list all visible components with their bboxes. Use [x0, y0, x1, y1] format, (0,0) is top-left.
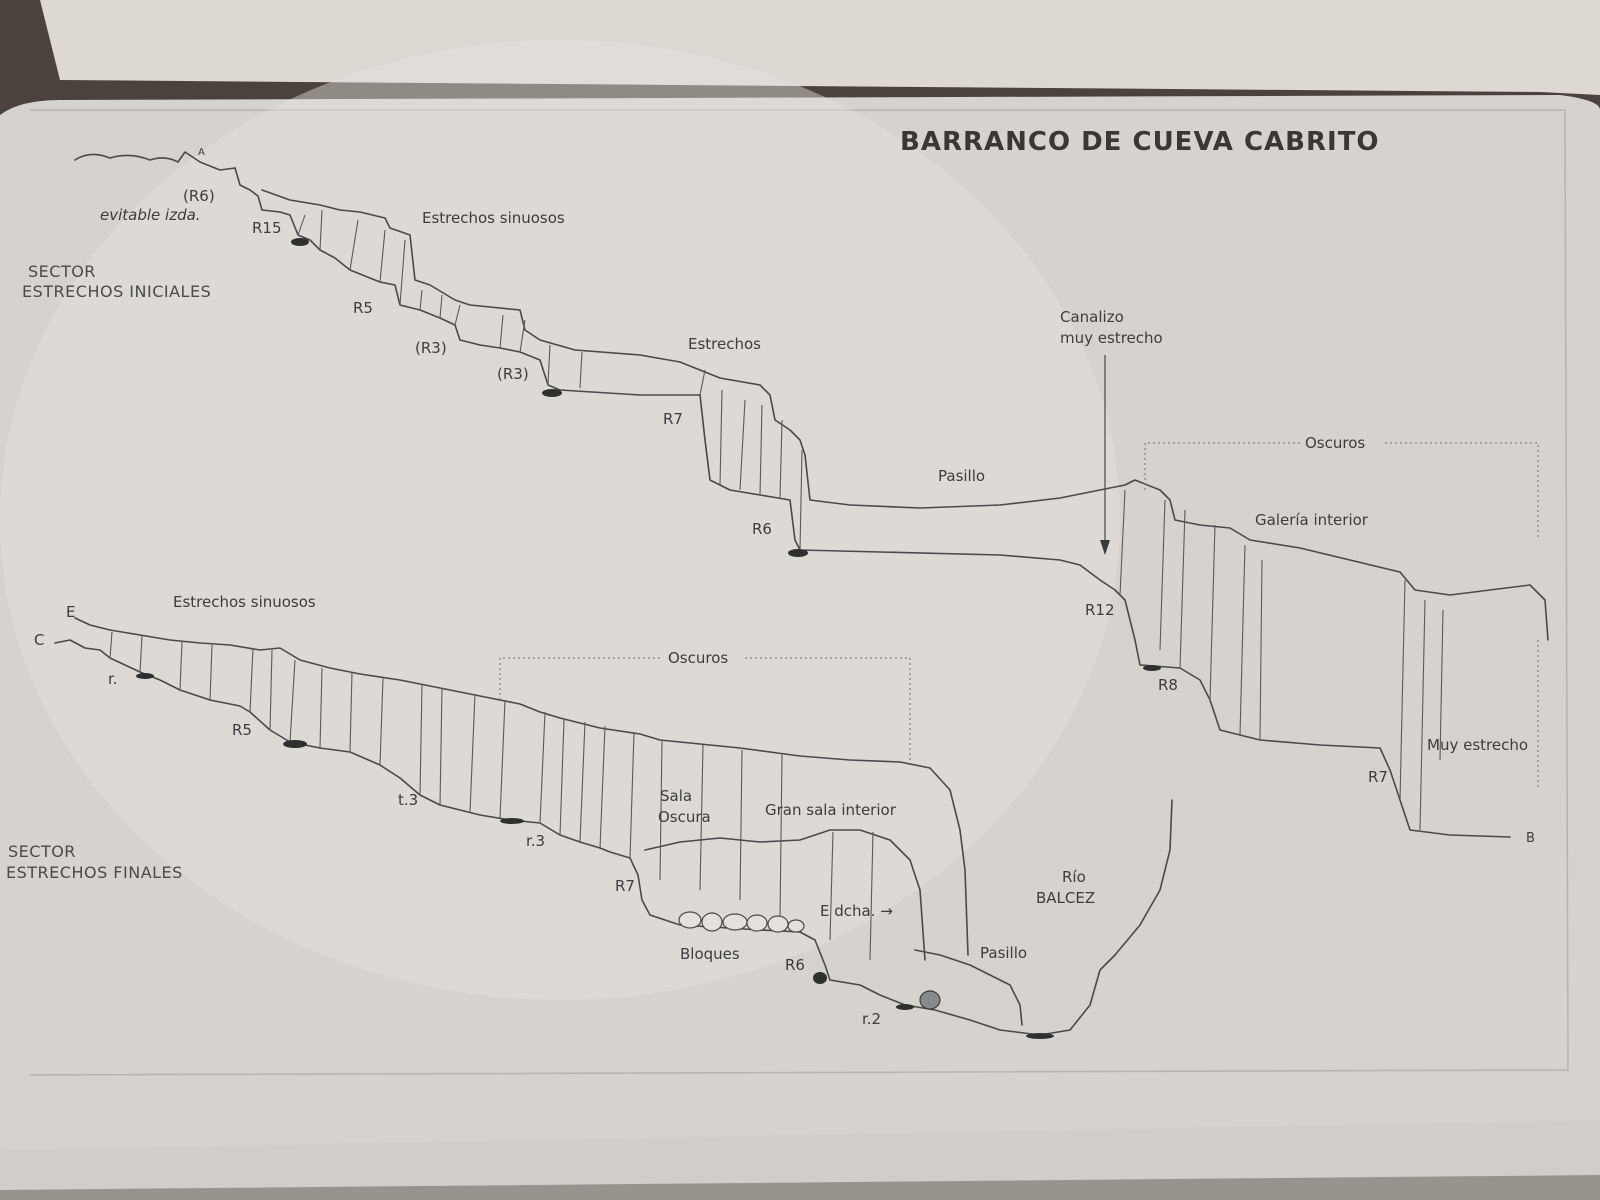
label-lower-r2: r.2	[862, 1010, 881, 1028]
label-lower-sala-1: Sala	[660, 787, 692, 805]
lower-sala-ceiling	[644, 829, 926, 961]
label-upper-r3-a: (R3)	[415, 339, 447, 357]
label-lower-pasillo: Pasillo	[980, 944, 1027, 962]
label-upper-oscuros: Oscuros	[1305, 434, 1365, 452]
label-lower-e-dcha: E dcha. →	[820, 902, 893, 920]
lower-ceiling	[74, 617, 969, 956]
light-glare	[0, 40, 1120, 1000]
upper-walls	[297, 209, 1444, 831]
label-lower-r-small: r.	[108, 670, 118, 688]
sector-final-line2: ESTRECHOS FINALES	[6, 863, 183, 882]
label-upper-r6-paren: (R6)	[183, 187, 215, 205]
page-border	[29, 109, 1569, 1076]
label-lower-sala-2: Oscura	[658, 808, 711, 826]
canalizo-arrow-head	[1100, 540, 1110, 555]
label-lower-gran-sala: Gran sala interior	[765, 801, 897, 819]
upper-page	[40, 0, 1600, 95]
pool-lower-r2	[896, 1004, 914, 1010]
label-upper-r6: R6	[752, 520, 772, 538]
label-upper-canalizo-2: muy estrecho	[1060, 329, 1163, 347]
label-lower-e: E	[66, 603, 75, 621]
label-upper-b: B	[1526, 831, 1535, 846]
label-lower-bloques: Bloques	[680, 945, 740, 963]
sector-initial-line2: ESTRECHOS INICIALES	[22, 282, 211, 301]
label-upper-r3-b: (R3)	[497, 365, 529, 383]
lower-walls	[109, 631, 874, 961]
lower-pasillo	[914, 949, 1023, 1026]
book-page	[0, 95, 1600, 1190]
label-upper-estrechos: Estrechos	[688, 335, 761, 353]
stone-pasillo	[919, 990, 941, 1010]
pool-lower-a	[136, 673, 154, 679]
sector-final-line1: SECTOR	[8, 842, 76, 861]
label-upper-pasillo: Pasillo	[938, 467, 985, 485]
lower-profile	[54, 617, 1173, 1039]
label-lower-rio-1: Río	[1062, 868, 1086, 886]
label-lower-c: C	[34, 631, 44, 649]
pool-lower-r6	[813, 972, 827, 984]
label-upper-galeria: Galería interior	[1255, 511, 1369, 529]
label-upper-r8: R8	[1158, 676, 1178, 694]
upper-ceiling	[261, 189, 1549, 641]
label-lower-r5: R5	[232, 721, 252, 739]
label-upper-r12: R12	[1085, 601, 1115, 619]
label-lower-t3: t.3	[398, 791, 418, 809]
label-upper-evitable: evitable izda.	[100, 206, 201, 224]
label-upper-a: A	[198, 147, 205, 158]
label-upper-r15: R15	[252, 219, 282, 237]
label-lower-r6: R6	[785, 956, 805, 974]
pool-lower-balcez	[1026, 1033, 1054, 1039]
page-title: BARRANCO DE CUEVA CABRITO	[900, 127, 1380, 157]
upper-profile	[74, 151, 1549, 838]
pool-lower-r5	[283, 740, 307, 748]
label-upper-r7: R7	[663, 410, 683, 428]
upper-start-scribble	[74, 151, 236, 171]
label-upper-estrechos-sinuosos: Estrechos sinuosos	[422, 209, 565, 227]
upper-floor	[234, 167, 1511, 838]
pool-r6	[788, 549, 808, 557]
pool-r3	[542, 389, 562, 397]
label-upper-canalizo-1: Canalizo	[1060, 308, 1124, 326]
label-upper-muy-estrecho: Muy estrecho	[1427, 736, 1528, 754]
pool-r15	[291, 238, 309, 246]
label-lower-rio-2: BALCEZ	[1036, 889, 1095, 907]
label-upper-r7b: R7	[1368, 768, 1388, 786]
pool-r8	[1143, 665, 1161, 671]
label-lower-estrechos-sinuosos: Estrechos sinuosos	[173, 593, 316, 611]
label-lower-r7: R7	[615, 877, 635, 895]
lower-oscuros-bracket	[499, 657, 911, 760]
label-lower-oscuros: Oscuros	[668, 649, 728, 667]
sector-initial-line1: SECTOR	[28, 262, 96, 281]
bloques-boulders	[678, 911, 805, 933]
label-lower-r3: r.3	[526, 832, 545, 850]
label-upper-r5: R5	[353, 299, 373, 317]
page-bottom-edge	[0, 1120, 1600, 1200]
pool-lower-r3	[500, 818, 524, 824]
upper-oscuros-bracket	[1144, 442, 1539, 540]
